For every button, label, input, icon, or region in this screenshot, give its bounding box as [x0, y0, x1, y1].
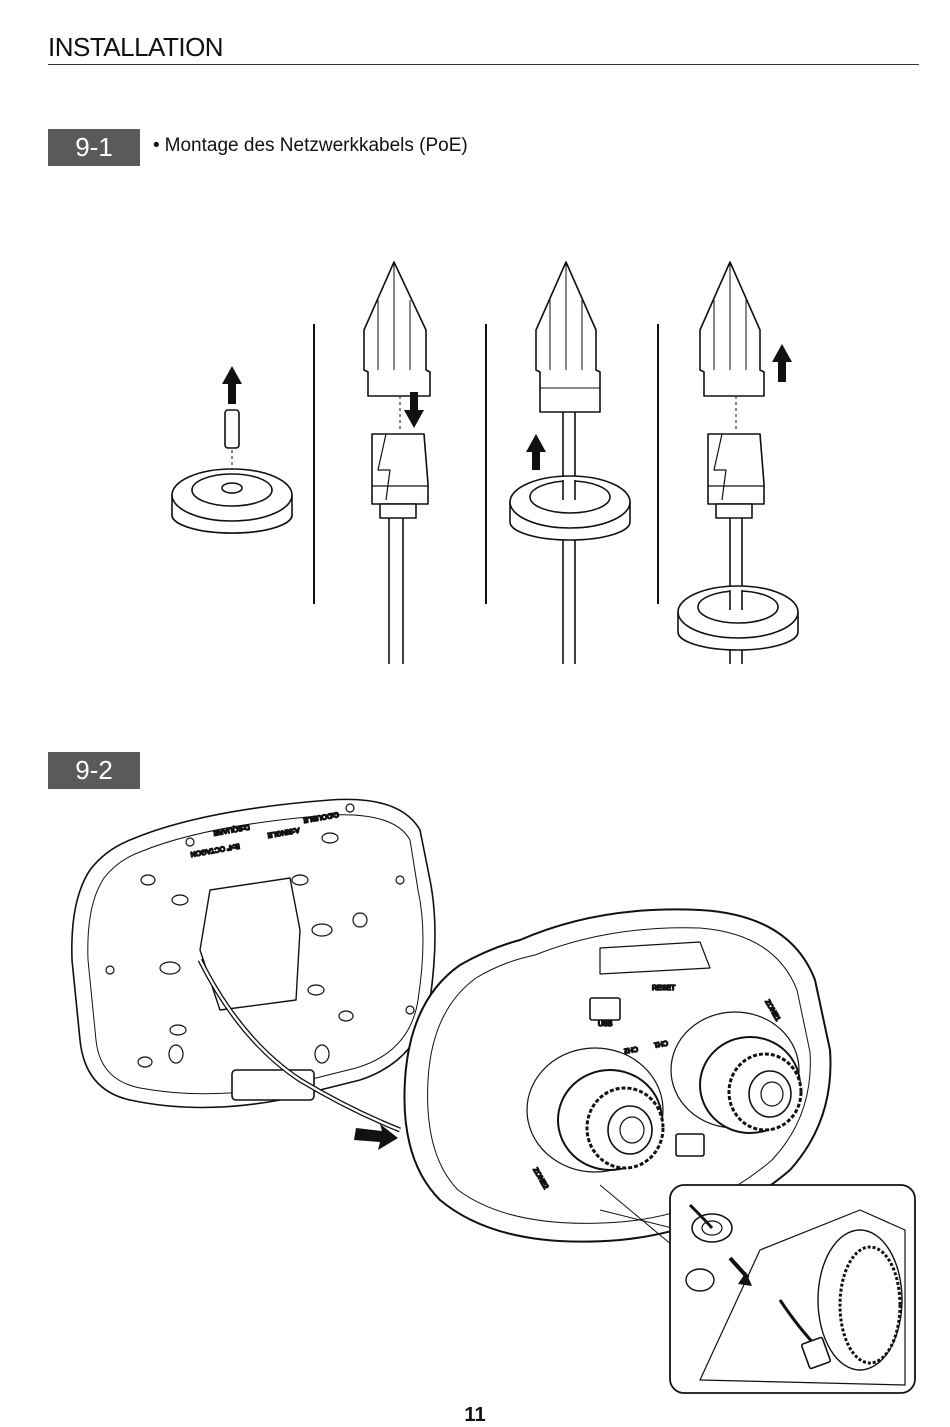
- page-header: INSTALLATION: [48, 28, 919, 65]
- step-label: 9-1: [75, 132, 113, 162]
- lens-ch1: [670, 1011, 803, 1134]
- arrow-up-icon: [526, 434, 546, 470]
- step-badge-9-2: 9-2: [48, 752, 140, 789]
- step-caption: •Montage des Netzwerkkabels (PoE): [153, 135, 468, 157]
- cap-connector-grommet-assembled: [677, 261, 799, 664]
- arrow-up-icon: [222, 366, 242, 404]
- rubber-grommet: [509, 475, 631, 541]
- reset-label: RESET: [652, 985, 676, 992]
- step-label: 9-2: [75, 755, 113, 785]
- step-caption-text: Montage des Netzwerkkabels (PoE): [164, 135, 468, 156]
- page-number: 11: [464, 1404, 486, 1426]
- cable-mounting-illustration: [171, 261, 799, 664]
- grommet-plug-removal: [171, 366, 293, 534]
- cap-with-cable-through-grommet: [509, 261, 631, 664]
- arrow-right-icon: [354, 1124, 398, 1150]
- ch2-label: CH2: [623, 1045, 638, 1054]
- detail-inset: [599, 1184, 916, 1394]
- camera-mount-illustration: C:DOUBLE D:SQUARE A:SINGLE B:4" OCTAGON …: [71, 798, 916, 1394]
- step-badge-9-1: 9-1: [48, 129, 140, 166]
- usb-label: USB: [598, 1021, 613, 1028]
- bullet-icon: •: [153, 135, 160, 156]
- arrow-down-icon: [404, 392, 424, 428]
- page-title: INSTALLATION: [48, 32, 224, 62]
- arrow-down-right-icon: [738, 1272, 752, 1286]
- rubber-grommet: [677, 585, 799, 651]
- rubber-grommet: [171, 468, 293, 534]
- connector-cap: [363, 261, 431, 397]
- cap-and-rj45-connector: [363, 261, 431, 664]
- sealing-plug: [224, 409, 240, 449]
- arrow-up-icon: [772, 344, 792, 382]
- mounting-plate: C:DOUBLE D:SQUARE A:SINGLE B:4" OCTAGON: [71, 798, 436, 1109]
- dual-lens-camera: USB RESET CH2 CH1 ZONE1 ZONE2: [403, 908, 832, 1243]
- lens-ch2: [526, 1047, 665, 1173]
- ch1-label: CH1: [653, 1039, 668, 1048]
